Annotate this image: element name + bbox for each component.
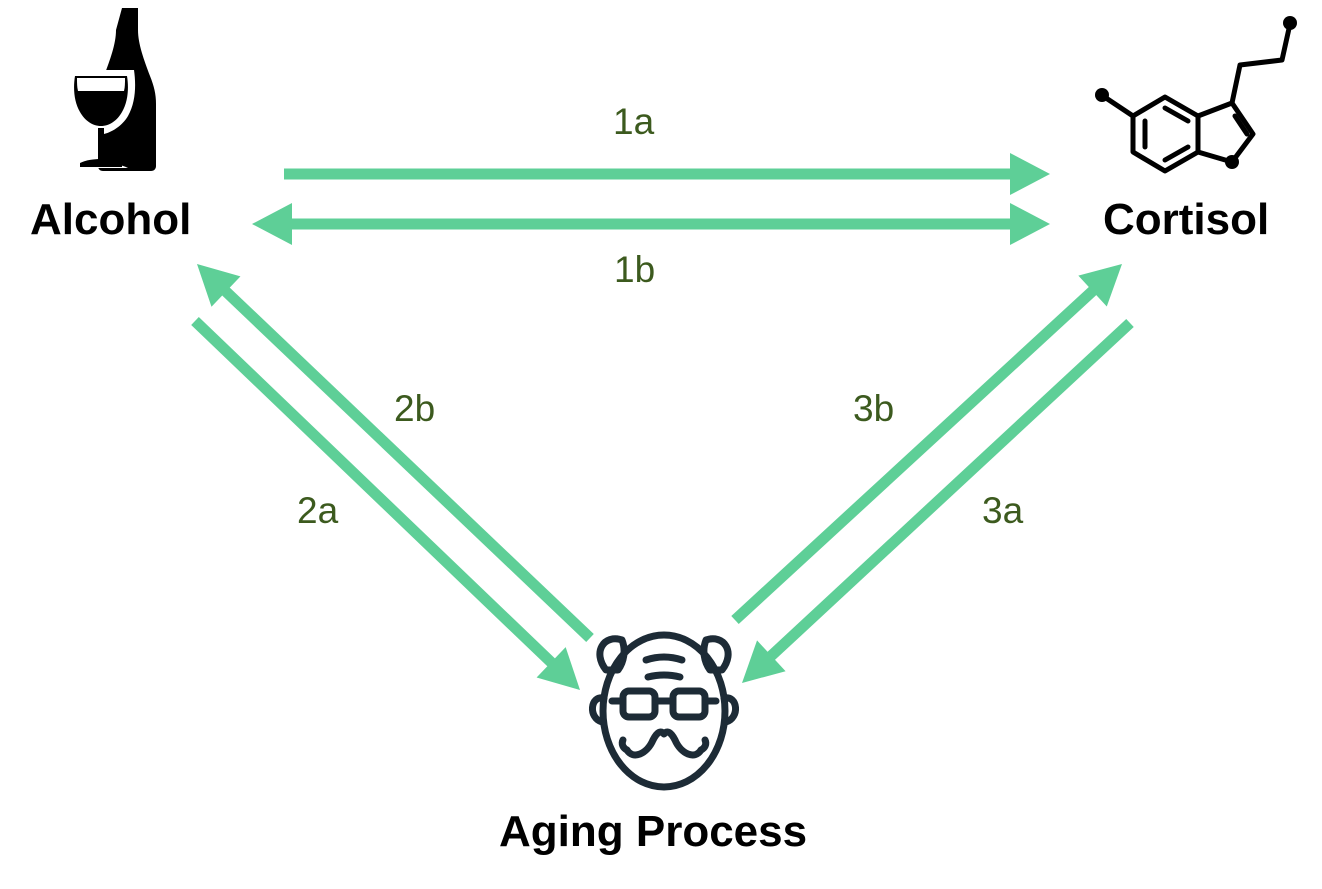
arrow-2a-head [536, 647, 580, 690]
aging-process-label: Aging Process [499, 807, 808, 856]
arrow-2a-shaft [191, 317, 557, 668]
arrows-layer [191, 153, 1134, 690]
edge-label-3a: 3a [982, 490, 1024, 531]
arrow-3b-head [1078, 264, 1122, 307]
arrow-3a-head [742, 640, 786, 683]
edge-label-1a: 1a [613, 101, 655, 142]
arrow-2b-shaft [220, 286, 594, 642]
edge-label-2b: 2b [394, 388, 436, 429]
alcohol-label: Alcohol [30, 195, 192, 244]
molecule-structure-icon [1100, 21, 1293, 174]
edge-label-3b: 3b [853, 388, 895, 429]
arrow-2b-head [197, 264, 241, 307]
edge-label-1b: 1b [614, 249, 656, 290]
wine-bottle-glass-icon [62, 8, 156, 171]
elderly-man-icon [589, 631, 739, 791]
arrow-3b-shaft [731, 285, 1098, 625]
molecule-atoms-icon [1095, 16, 1297, 169]
arrow-1b-head [252, 203, 292, 245]
arrow-1b-head-right [1010, 203, 1050, 245]
arrow-1a-head [1010, 153, 1050, 195]
arrow-3a-shaft [766, 318, 1134, 662]
edge-label-2a: 2a [297, 490, 339, 531]
cortisol-label: Cortisol [1103, 195, 1270, 244]
